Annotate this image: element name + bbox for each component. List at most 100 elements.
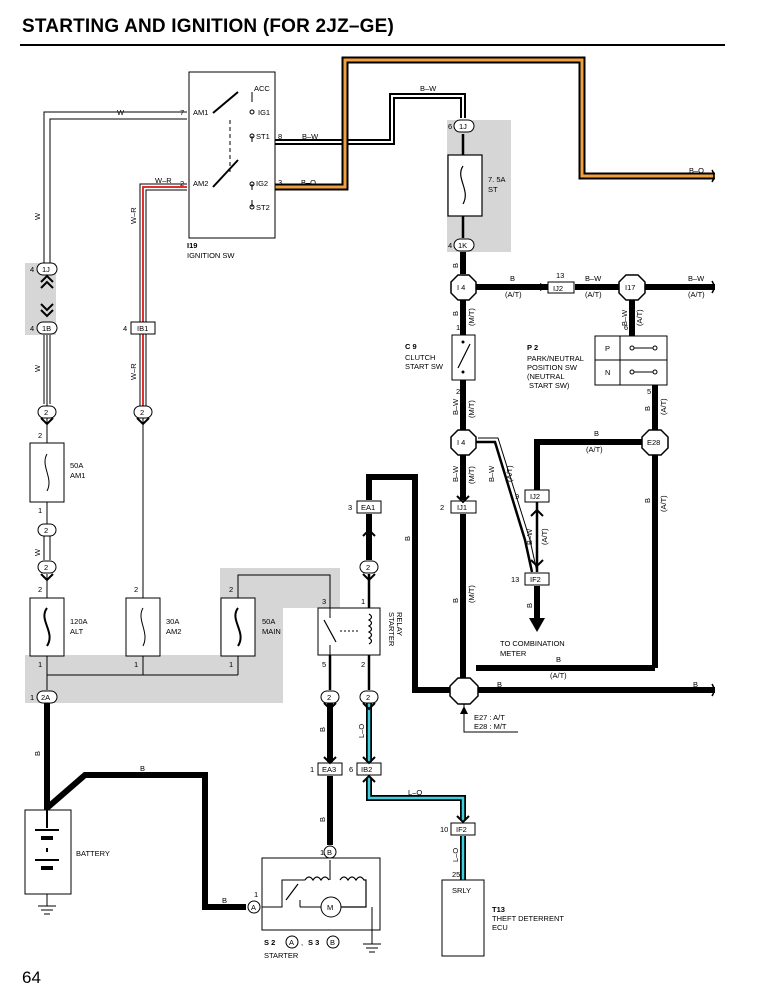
legend-a: A <box>289 938 294 947</box>
pn-sw-line2: POSITION SW <box>527 363 578 372</box>
svg-text:10: 10 <box>440 825 448 834</box>
term-st1: ST1 <box>256 132 270 141</box>
wire-bw-at-b <box>478 437 538 573</box>
lbl-wr-1: W–R <box>129 207 138 224</box>
starter-relay <box>317 607 381 656</box>
lbl-b-i4: B <box>510 274 515 283</box>
starter-terminal-b: B <box>323 845 337 859</box>
fuse-main-name: MAIN <box>262 627 281 636</box>
fuse-am2-rating: 30A <box>166 617 179 626</box>
svg-text:IF2: IF2 <box>530 575 541 584</box>
lbl-at-7: (A/T) <box>550 671 567 680</box>
pn-p: P <box>605 344 610 353</box>
svg-text:4: 4 <box>123 324 127 333</box>
pn-sw-line4: START SW) <box>529 381 570 390</box>
svg-text:1: 1 <box>320 848 324 857</box>
meter-line2: METER <box>500 649 527 658</box>
jumper-2-b: 2 <box>133 405 153 419</box>
ecu-code: T13 <box>492 905 505 914</box>
meter-line1: TO COMBINATION <box>500 639 565 648</box>
svg-text:1: 1 <box>38 660 42 669</box>
starter-terminal-a: A <box>247 900 261 914</box>
ignition-switch: ACC IG1 ST1 IG2 ST2 AM1 AM2 <box>188 71 276 239</box>
svg-text:2: 2 <box>38 585 42 594</box>
lbl-b-starter-a: B <box>222 896 227 905</box>
motor-m: M <box>327 903 333 912</box>
lbl-bw-ij2: B–W <box>585 274 602 283</box>
arrow-meter <box>529 618 545 632</box>
lbl-b-relay: B <box>318 727 327 732</box>
wire-main-relay <box>237 574 331 608</box>
svg-text:B: B <box>327 848 332 857</box>
lbl-lo-2: L–O <box>408 788 422 797</box>
connector-1b: 1B <box>36 321 58 335</box>
svg-text:7: 7 <box>180 108 184 117</box>
svg-text:4: 4 <box>448 241 452 250</box>
svg-text:1: 1 <box>134 660 138 669</box>
lbl-wr-top: W–R <box>155 176 172 185</box>
clutch-sw-code: C 9 <box>405 342 417 351</box>
wire-break-marks <box>711 169 715 697</box>
fuse-st-name: ST <box>488 185 498 194</box>
svg-text:2: 2 <box>440 503 444 512</box>
wire-bw-at <box>475 440 534 573</box>
svg-text:1: 1 <box>361 597 365 606</box>
ground-junction <box>449 677 479 705</box>
lbl-b-mt: B <box>451 311 460 316</box>
fuse-alt-rating: 120A <box>70 617 88 626</box>
connector-ij2-mid: IJ2 <box>524 489 550 503</box>
park-neutral-switch: P N <box>594 335 668 386</box>
lbl-at-6: (A/T) <box>659 495 668 512</box>
legend-b-circle <box>326 935 340 949</box>
connector-ib2: IB2 <box>356 762 382 776</box>
lbl-mt-2: (M/T) <box>467 400 476 418</box>
jumper-2-e: 2 <box>359 560 379 574</box>
connector-ib1: IB1 <box>130 321 156 335</box>
svg-text:IJ1: IJ1 <box>457 503 467 512</box>
svg-text:5: 5 <box>647 387 651 396</box>
connector-ij2-top: IJ2 <box>547 281 575 294</box>
arrow-ij2 <box>540 283 548 291</box>
fuse-am1-rating: 50A <box>70 461 83 470</box>
connector-ea1: EA1 <box>356 500 382 514</box>
lbl-bw-st1: B–W <box>302 132 319 141</box>
term-st2: ST2 <box>256 203 270 212</box>
lbl-b-right: B <box>693 680 698 689</box>
svg-text:2: 2 <box>327 693 331 702</box>
svg-text:3: 3 <box>348 503 352 512</box>
legend-a-circle <box>285 935 299 949</box>
svg-text:6: 6 <box>349 765 353 774</box>
lbl-b-trunk: B <box>451 263 460 268</box>
jumper-2-f: 2 <box>320 690 340 704</box>
lbl-bw-ij2: B–W <box>525 528 534 545</box>
wire-bo-orange <box>275 58 715 189</box>
ground-note-1: E27 : A/T <box>474 713 505 722</box>
svg-text:IJ2: IJ2 <box>553 284 563 293</box>
connector-1j: 1J <box>36 262 58 276</box>
svg-text:2: 2 <box>180 179 184 188</box>
svg-text:8: 8 <box>278 132 282 141</box>
page-number: 64 <box>22 968 41 987</box>
lbl-bw-pn: B–W <box>620 309 629 326</box>
term-am1: AM1 <box>193 108 208 117</box>
svg-text:2: 2 <box>44 526 48 535</box>
wire-w-am1-b <box>49 118 187 268</box>
svg-text:I 4: I 4 <box>457 438 465 447</box>
lbl-mt-1: (M/T) <box>467 308 476 326</box>
jumper-2-c: 2 <box>37 523 57 537</box>
battery <box>24 809 72 915</box>
svg-text:1: 1 <box>254 890 258 899</box>
lbl-w-1: W <box>33 212 42 220</box>
connector-if2-mid: IF2 <box>524 572 550 586</box>
svg-text:1: 1 <box>456 323 460 332</box>
wire-wr-b <box>145 189 187 322</box>
title-rule <box>20 44 725 46</box>
svg-text:1J: 1J <box>459 122 467 131</box>
lbl-bw-top: B–W <box>420 84 437 93</box>
shade-relay-top <box>283 568 340 608</box>
page-title: STARTING AND IGNITION (FOR 2JZ–GE) <box>22 16 395 37</box>
ecu-term: SRLY <box>452 886 471 895</box>
clutch-sw-line1: CLUTCH <box>405 353 435 362</box>
lbl-at-pn2: (A/T) <box>659 398 668 415</box>
svg-text:5: 5 <box>322 660 326 669</box>
